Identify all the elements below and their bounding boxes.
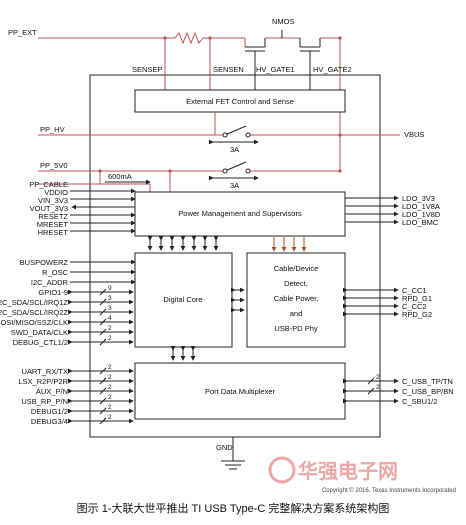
chip-outline xyxy=(89,74,381,438)
bus-width-swd: 2 xyxy=(108,325,112,332)
right-pin-wires xyxy=(342,195,399,404)
pin-i2c-addr: I2C_ADDR xyxy=(31,278,69,287)
pin-i2c2: I2C_SDA/SCL/IRQ2Z xyxy=(0,308,68,317)
gnd-label: GND xyxy=(216,443,233,452)
left-pin-wires xyxy=(67,188,136,424)
figure-caption: 图示 1-大联大世平推出 TI USB Type-C 完整解决方案系统架构图 xyxy=(76,503,390,515)
cable-detect-line-1: Cable/Device xyxy=(274,264,319,273)
bus-width-spi: 4 xyxy=(108,315,112,322)
watermark-text: 华强电子网 xyxy=(298,459,398,483)
cable-detect-line-4: and xyxy=(290,309,303,318)
bus-width-gpio: 9 xyxy=(108,285,112,292)
hv-gate1-label: HV_GATE1 xyxy=(256,65,295,74)
fet-control-title: External FET Control and Sense xyxy=(186,97,294,106)
pp-5v0-switch xyxy=(224,161,247,172)
bus-width-usb-rp: 2 xyxy=(108,394,112,401)
pp-5v0-label: PP_5V0 xyxy=(40,161,68,170)
pin-spi: SPI_MOSI/MISO/SSZ/CLK xyxy=(0,318,68,327)
bus-width-debug34: 2 xyxy=(108,414,112,421)
pin-ldo-1v8d: LDO_1V8D xyxy=(402,210,441,219)
watermark-logo-icon xyxy=(268,456,296,484)
cable-detect-line-3: Cable Power, xyxy=(274,294,319,303)
external-fet-circuit xyxy=(38,31,341,135)
pin-c-sbu: C_SBU1/2 xyxy=(402,397,437,406)
power-cable-arrows xyxy=(271,237,307,252)
bus-width-aux: 2 xyxy=(108,384,112,391)
pp-5v0-rail xyxy=(38,135,341,172)
bus-width-usb-tp: 2 xyxy=(376,374,380,381)
bus-width-usb-bp: 2 xyxy=(376,384,380,391)
system-block-diagram: PP_EXT NMOS SENSEP SENSEN HV_GATE1 HV_GA… xyxy=(0,17,456,494)
pin-debug34: DEBUG3/4 xyxy=(31,417,68,426)
pin-pp-cable: PP_CABLE xyxy=(29,180,68,189)
pin-rpd-g1: RPD_G1 xyxy=(402,294,432,303)
ground-symbol xyxy=(221,437,245,470)
nmos-transistors xyxy=(245,30,321,90)
right-pin-labels: LDO_3V3 LDO_1V8A LDO_1V8D LDO_BMC C_CC1 … xyxy=(402,194,454,406)
bus-width-debug-ctl: 2 xyxy=(108,335,112,342)
pin-debug-ctl: DEBUG_CTL1/2 xyxy=(13,338,68,347)
power-management-title: Power Management and Supervisors xyxy=(178,209,302,218)
pin-aux: AUX_P/N xyxy=(36,387,68,396)
pin-vout-3v3: VOUT_3V3 xyxy=(30,204,68,213)
copyright-notice: Copyright © 2016, Texas Instruments Inco… xyxy=(322,487,456,494)
pin-buspowerz: BUSPOWERZ xyxy=(20,258,69,267)
digital-core-title: Digital Core xyxy=(163,295,202,304)
pin-ldo-3v3: LDO_3V3 xyxy=(402,194,435,203)
vbus-label: VBUS xyxy=(404,130,424,139)
sensen-label: SENSEN xyxy=(213,65,244,74)
pp-hv-rail xyxy=(38,112,400,136)
pin-mreset: MRESET xyxy=(37,220,69,229)
digital-core-block xyxy=(134,252,233,348)
digital-cable-arrows xyxy=(230,287,245,313)
pp-hv-current: 3A xyxy=(230,145,239,154)
pin-c-cc1: C_CC1 xyxy=(402,286,427,295)
pin-rpd-g2: RPD_G2 xyxy=(402,310,432,319)
cable-detect-line-2: Detect, xyxy=(284,279,308,288)
port-mux-title: Port Data Multiplexer xyxy=(205,387,276,396)
pp-hv-label: PP_HV xyxy=(40,125,65,134)
pin-r-osc: R_OSC xyxy=(42,268,68,277)
pp-ext-label: PP_EXT xyxy=(8,28,37,37)
pin-lsx: LSX_R2P/P2R xyxy=(18,377,68,386)
fet-control-block xyxy=(134,89,346,113)
pin-ldo-bmc: LDO_BMC xyxy=(402,218,439,227)
bus-width-uart: 2 xyxy=(108,364,112,371)
pp-hv-switch xyxy=(224,125,247,136)
pin-hreset: HRESET xyxy=(38,228,69,237)
power-digital-arrows xyxy=(147,235,219,251)
pin-ldo-1v8a: LDO_1V8A xyxy=(402,202,440,211)
pin-c-cc2: C_CC2 xyxy=(402,302,427,311)
pin-usb-rp: USB_RP_P/N xyxy=(21,397,68,406)
pp-5v0-current: 3A xyxy=(230,181,239,190)
pin-i2c1: I2C_SDA/SCL/IRQ1Z xyxy=(0,298,68,307)
nmos-label: NMOS xyxy=(272,17,295,26)
hv-gate2-label: HV_GATE2 xyxy=(313,65,352,74)
bus-width-i2c1: 3 xyxy=(108,295,112,302)
cable-detect-block xyxy=(246,252,346,348)
pin-debug12: DEBUG1/2 xyxy=(31,407,68,416)
sensep-label: SENSEP xyxy=(132,65,162,74)
pin-c-usb-tp: C_USB_TP/TN xyxy=(402,377,453,386)
left-pin-labels: PP_CABLE VDDIO VIN_3V3 VOUT_3V3 RESETZ M… xyxy=(0,180,69,426)
pin-uart: UART_RX/TX xyxy=(21,367,68,376)
pin-swd: SWD_DATA/CLK xyxy=(11,328,68,337)
pin-resetz: RESETZ xyxy=(38,212,68,221)
digital-mux-arrows xyxy=(170,345,196,361)
bus-width-lsx: 2 xyxy=(108,374,112,381)
bus-width-i2c2: 3 xyxy=(108,305,112,312)
cable-detect-line-5: USB-PD Phy xyxy=(274,324,318,333)
pin-gpio: GPIO1-9 xyxy=(38,288,68,297)
pin-vddio: VDDIO xyxy=(44,188,68,197)
pp-cable-current: 600mA xyxy=(108,172,132,181)
power-management-block xyxy=(134,191,346,237)
pin-vin-3v3: VIN_3V3 xyxy=(38,196,68,205)
port-mux-block xyxy=(134,362,346,420)
pin-c-usb-bp: C_USB_BP/BN xyxy=(402,387,454,396)
bus-width-debug12: 2 xyxy=(108,404,112,411)
